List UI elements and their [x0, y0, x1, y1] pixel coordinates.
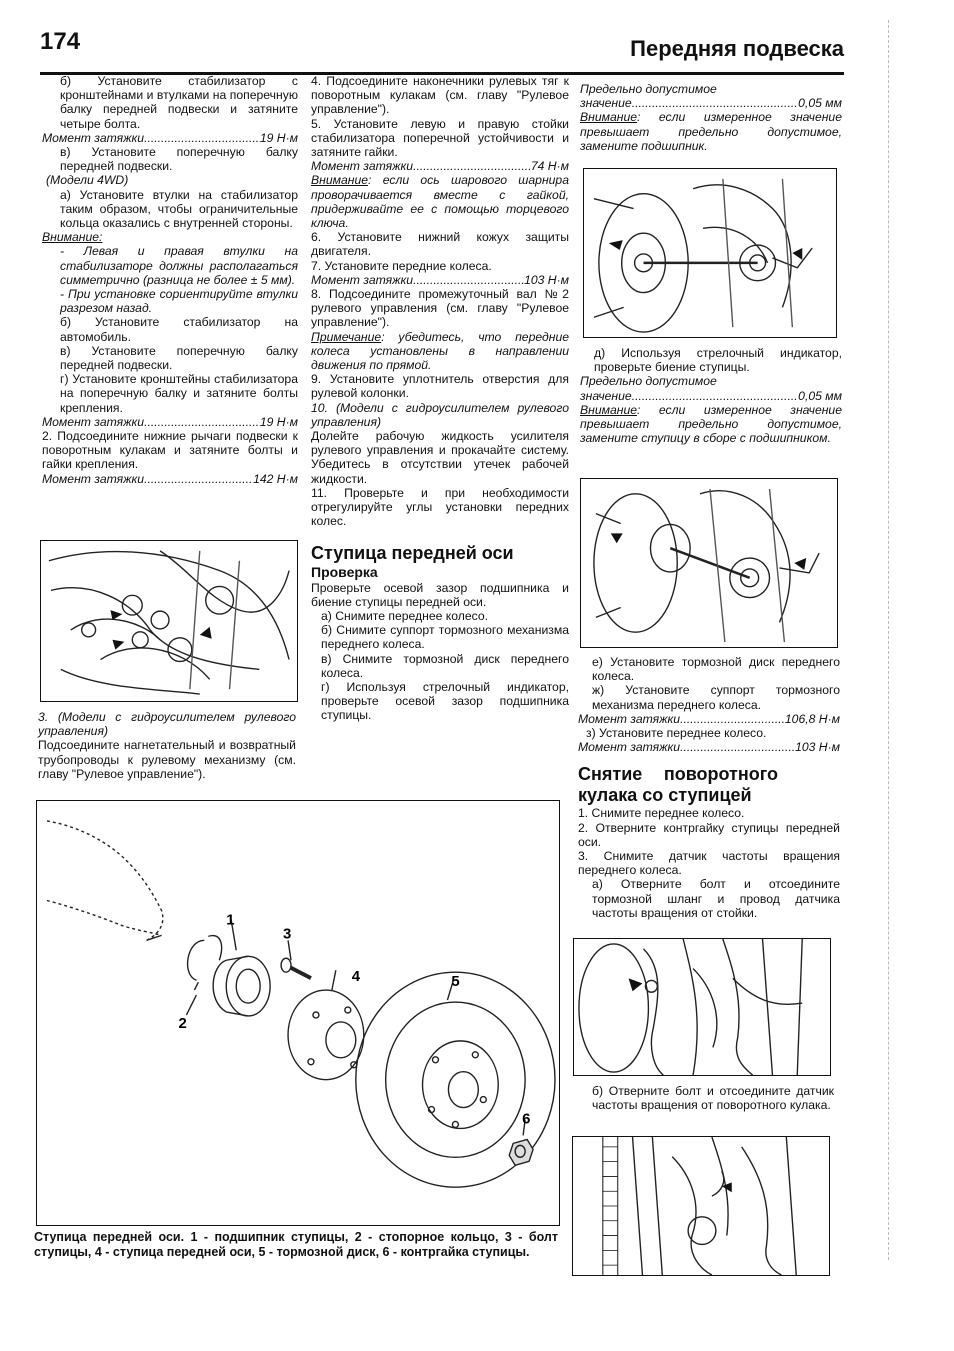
torque-row: Момент затяжки142 Н·м	[42, 472, 298, 486]
callout-6: 6	[522, 1110, 530, 1127]
callout-4: 4	[352, 968, 361, 985]
column-3-lower: е) Установите тормозной диск переднего к…	[578, 655, 840, 920]
page-edge-line	[888, 20, 889, 1260]
paragraph: 2. Отверните контргайку ступицы передней…	[578, 820, 840, 849]
paragraph: г) Используя стрелочный индикатор, прове…	[321, 679, 569, 723]
paragraph: г) Установите кронштейны стабилизатора н…	[60, 372, 298, 415]
callout-2: 2	[178, 1015, 186, 1032]
warning-label: Внимание	[311, 173, 369, 188]
warning-text: - Левая и правая втулки на стабилизаторе…	[60, 244, 298, 287]
page-header: 174 Передняя подвеска	[40, 28, 844, 75]
limit-row: значение0,05 мм	[580, 96, 842, 110]
brake-hose-bolt-illustration	[573, 938, 831, 1076]
axial-play-check-illustration	[583, 168, 837, 338]
section-heading: Снятие поворотного кулака со ступицей	[578, 764, 778, 806]
warning-text: : если ось шарового шарнира проворачивае…	[311, 173, 569, 231]
limit-label: Предельно допустимое	[580, 82, 717, 96]
section-heading: Ступица передней оси	[311, 542, 514, 563]
warning-text: : если измеренное значение превышает пре…	[580, 402, 842, 446]
torque-row: Момент затяжки103 Н·м	[578, 740, 840, 754]
front-hub-exploded-view: 1 2 3 4 5 6	[36, 800, 560, 1226]
paragraph: б) Установите стабилизатор на автомобиль…	[60, 315, 298, 344]
callout-1: 1	[226, 911, 234, 928]
paragraph: а) Установите втулки на стабилизатор так…	[60, 187, 298, 231]
warning-text: : если измеренное значение превышает пре…	[580, 110, 842, 153]
column-2: 4. Подсоедините наконечники рулевых тяг …	[311, 74, 569, 723]
page-number: 174	[40, 28, 81, 55]
paragraph: а) Снимите переднее колесо.	[321, 608, 489, 623]
paragraph: а) Отверните болт и отсоедините тормозно…	[592, 877, 840, 920]
warning-label: Внимание:	[42, 230, 103, 245]
paragraph: 7. Установите передние колеса.	[311, 258, 492, 273]
paragraph: 5. Установите левую и правую стойки стаб…	[311, 116, 569, 160]
torque-row: Момент затяжки106,8 Н·м	[578, 712, 840, 726]
paragraph: б) Отверните болт и отсоедините датчик ч…	[592, 1084, 834, 1113]
paragraph: Проверьте осевой зазор подшипника и биен…	[311, 580, 569, 609]
step-title: 10. (Модели с гидроусилителем рулевого у…	[311, 400, 569, 429]
paragraph: в) Установите поперечную балку передней …	[60, 145, 298, 174]
paragraph: Подсоедините нагнетательный и возвратный…	[38, 738, 296, 781]
warning-label: Внимание	[580, 110, 638, 125]
model-note: (Модели 4WD)	[46, 173, 129, 188]
note-label: Примечание	[311, 329, 382, 344]
torque-row: Момент затяжки19 Н·м	[42, 415, 298, 429]
paragraph: Долейте рабочую жидкость усилителя рулев…	[311, 429, 569, 486]
paragraph: д) Используя стрелочный индикатор, прове…	[594, 346, 842, 375]
paragraph: в) Снимите тормозной диск переднего коле…	[321, 651, 569, 680]
limit-row: значение0,05 мм	[580, 389, 842, 403]
paragraph: 1. Снимите переднее колесо.	[578, 806, 745, 821]
callout-3: 3	[283, 925, 291, 942]
paragraph: б) Снимите суппорт тормозного механизма …	[321, 623, 569, 652]
steering-knuckle-illustration	[40, 540, 298, 702]
column-3-step-b: б) Отверните болт и отсоедините датчик ч…	[578, 1084, 834, 1112]
warning-text: - При установке сориентируйте втулки раз…	[60, 287, 298, 316]
column-3-middle: д) Используя стрелочный индикатор, прове…	[580, 346, 842, 445]
torque-row: Момент затяжки103 Н·м	[311, 273, 569, 287]
step-title: 3. (Модели с гидроусилителем рулевого уп…	[38, 710, 296, 739]
callout-5: 5	[451, 973, 459, 990]
paragraph: 11. Проверьте и при необходимости отрегу…	[311, 485, 569, 529]
column-1: б) Установите стабилизатор с кронштейнам…	[42, 74, 298, 486]
runout-check-illustration	[580, 478, 838, 648]
figure-caption: Ступица передней оси. 1 - подшипник ступ…	[34, 1230, 558, 1259]
paragraph: ж) Установите суппорт тормозного механиз…	[592, 683, 840, 712]
limit-label: Предельно допустимое	[580, 374, 717, 389]
paragraph: 2. Подсоедините нижние рычаги подвески к…	[42, 429, 298, 472]
torque-row: Момент затяжки19 Н·м	[42, 131, 298, 145]
note-text: : убедитесь, что передние колеса установ…	[311, 329, 569, 373]
speed-sensor-illustration	[572, 1136, 830, 1276]
column-1-bottom: 3. (Модели с гидроусилителем рулевого уп…	[38, 710, 296, 781]
column-3-top: Предельно допустимое значение0,05 мм Вни…	[580, 82, 842, 153]
paragraph: б) Установите стабилизатор с кронштейнам…	[60, 74, 298, 131]
paragraph: 4. Подсоедините наконечники рулевых тяг …	[311, 74, 569, 117]
paragraph: 8. Подсоедините промежуточный вал №2 рул…	[311, 287, 569, 330]
paragraph: 9. Установите уплотнитель отверстия для …	[311, 372, 569, 401]
torque-row: Момент затяжки74 Н·м	[311, 159, 569, 173]
paragraph: 3. Снимите датчик частоты вращения перед…	[578, 849, 840, 878]
paragraph: в) Установите поперечную балку передней …	[60, 343, 298, 373]
paragraph: е) Установите тормозной диск переднего к…	[592, 655, 840, 684]
paragraph: з) Установите переднее колесо.	[586, 726, 767, 741]
subsection-heading: Проверка	[311, 563, 378, 580]
section-title: Передняя подвеска	[630, 36, 844, 61]
paragraph: 6. Установите нижний кожух защиты двигат…	[311, 230, 569, 259]
warning-label: Внимание	[580, 402, 638, 417]
